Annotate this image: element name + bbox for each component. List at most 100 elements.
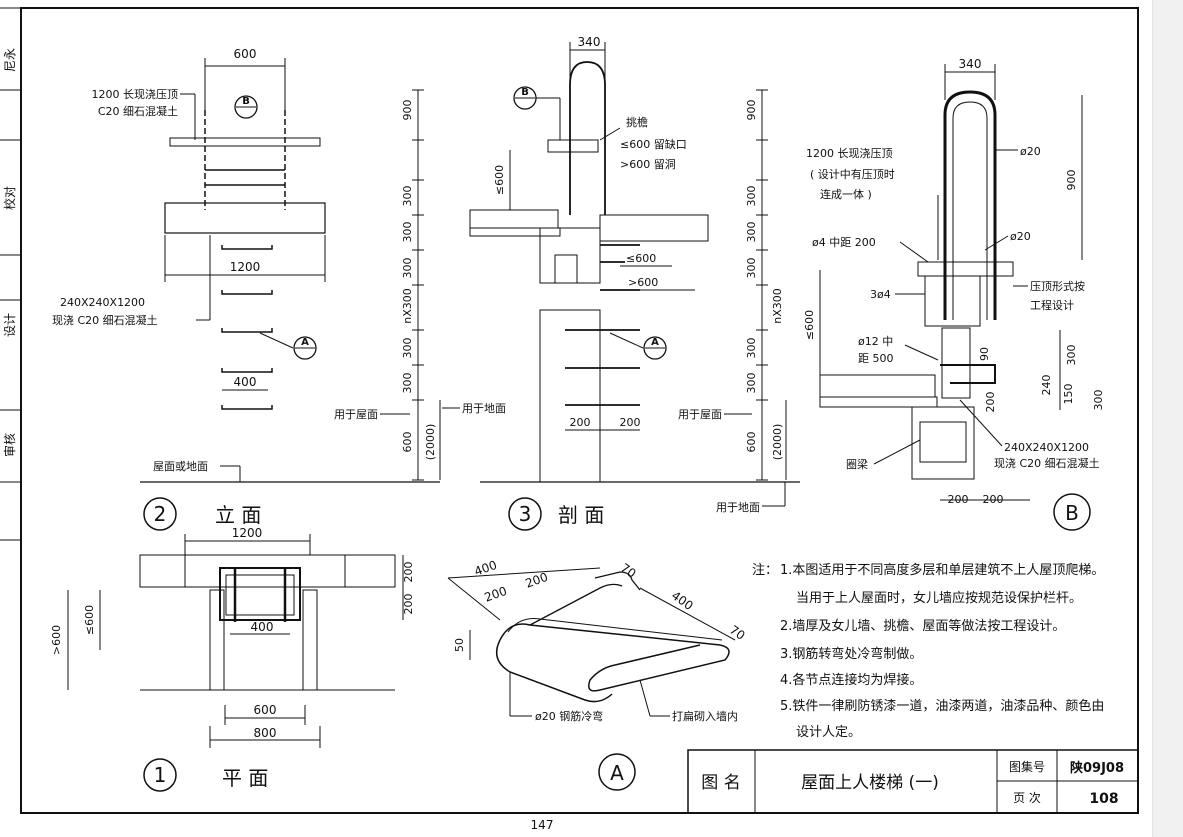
detb-rebar4: ø4 中距 200 xyxy=(812,236,876,249)
elev-number: 2 xyxy=(154,502,167,526)
note-4: 4.各节点连接均为焊接。 xyxy=(780,672,922,688)
elev-dim-right-2: 300 xyxy=(401,186,414,207)
plan-title: 平 面 xyxy=(222,766,268,790)
sect-dim-top: 340 xyxy=(578,35,601,49)
notes: 注： 1.本图适用于不同高度多层和单层建筑不上人屋顶爬梯。 当用于上人屋面时，女… xyxy=(752,562,1104,740)
elev-callout-b: B xyxy=(242,96,250,107)
notes-prefix: 注： xyxy=(752,563,778,578)
detail-a-drawing: 400 200 200 70 400 70 50 ø20 钢筋冷弯 打扁砌入墙内… xyxy=(447,558,748,791)
title-block-atlas-label: 图集号 xyxy=(1009,759,1045,774)
sect-dim-right-9: (2000) xyxy=(771,424,784,461)
signoff-strip: 尼永 校对 设计 审核 xyxy=(0,48,21,541)
sect-number: 3 xyxy=(519,502,532,526)
detb-cap-design-1: 压顶形式按 xyxy=(1030,279,1085,293)
elev-block-label-1: 240X240X1200 xyxy=(60,296,145,309)
detb-dim-r1: 300 xyxy=(1065,345,1078,366)
sect-note-1: ≤600 留缺口 xyxy=(620,137,687,151)
sect-dim-d2: >600 xyxy=(628,276,658,289)
deta-dim-400b: 400 xyxy=(669,588,696,613)
detb-ring-beam: 圈梁 xyxy=(846,457,868,471)
signoff-label-1: 尼永 xyxy=(3,48,17,72)
sect-parapet-label: 挑檐 xyxy=(626,115,648,129)
sect-title: 剖 面 xyxy=(558,503,604,527)
note-1-cont: 当用于上人屋面时，女儿墙应按规范设保护栏杆。 xyxy=(796,590,1082,606)
elev-title: 立 面 xyxy=(215,503,261,527)
elev-dim-top: 600 xyxy=(234,47,257,61)
elev-dim-right-9: (2000) xyxy=(424,424,437,461)
detb-bar20a: ø20 xyxy=(1020,145,1041,158)
plan-drawing: 1200 400 600 800 >600 ≤600 200 200 xyxy=(50,526,415,792)
elev-callout-b-icon xyxy=(234,95,258,119)
sect-dim-right-8: 600 xyxy=(745,432,758,453)
detb-cap-design-2: 工程设计 xyxy=(1030,299,1074,312)
sect-dim-right-4: 300 xyxy=(745,258,758,279)
plan-dim-right-2: 200 xyxy=(402,594,415,615)
scrollbar[interactable] xyxy=(1152,0,1183,837)
note-1: 1.本图适用于不同高度多层和单层建筑不上人屋顶爬梯。 xyxy=(780,562,1104,578)
deta-title: A xyxy=(610,761,624,785)
detb-rebar3: 3ø4 xyxy=(870,288,891,301)
note-5-cont: 设计人定。 xyxy=(796,725,861,740)
sheet-border xyxy=(20,7,1139,814)
sect-number-circle xyxy=(508,497,542,531)
sect-note-2: >600 留洞 xyxy=(620,158,676,171)
sect-callout-a: A xyxy=(651,337,659,348)
elev-dim-right-1: 900 xyxy=(401,100,414,121)
deta-dim-400a: 400 xyxy=(472,558,498,579)
title-block-name: 屋面上人楼梯 (一) xyxy=(801,773,939,793)
detb-dim-left: ≤600 xyxy=(803,310,816,340)
sect-dim-right-3: 300 xyxy=(745,222,758,243)
section-drawing: 340 B 挑檐 ≤600 留缺口 >600 留洞 ≤600 xyxy=(469,35,800,531)
detb-rebar12b: 距 500 xyxy=(858,352,894,365)
title-block-page-label: 页 次 xyxy=(1013,791,1041,805)
signoff-label-3: 设计 xyxy=(3,313,17,337)
deta-dim-70a: 70 xyxy=(618,561,639,581)
detb-rebar12a: ø12 中 xyxy=(858,335,893,348)
title-block-atlas: 陕09J08 xyxy=(1070,760,1124,776)
detb-bar20b: ø20 xyxy=(1010,230,1031,243)
note-3: 3.钢筋转弯处冷弯制做。 xyxy=(780,646,922,662)
note-2: 2.墙厚及女儿墙、挑檐、屋面等做法按工程设计。 xyxy=(780,618,1065,634)
elev-callout-a-icon xyxy=(293,336,317,360)
elev-number-circle xyxy=(143,497,177,531)
sect-dim-bottom-2: 200 xyxy=(620,416,641,429)
detb-dim-right-1: 900 xyxy=(1065,170,1078,191)
elev-block-label-2: 现浇 C20 细石混凝土 xyxy=(52,313,158,327)
deta-embed-label: 打扁砌入墙内 xyxy=(672,709,738,723)
title-block: 图 名 屋面上人楼梯 (一) 图集号 陕09J08 页 次 108 xyxy=(687,749,1139,814)
sect-dim-right-5: nX300 xyxy=(771,288,784,324)
detb-cap-2: ( 设计中有压顶时 xyxy=(810,167,895,181)
sect-callout-b: B xyxy=(521,87,529,98)
detail-b-drawing: 340 900 ø20 ø20 1200 长现浇压顶 ( 设计中有压顶时 连成一… xyxy=(803,57,1105,531)
sect-roof-label: 用于屋面 xyxy=(678,408,722,421)
sect-dim-left: ≤600 xyxy=(493,165,506,195)
detb-cap-1: 1200 长现浇压顶 xyxy=(806,147,893,160)
elev-dim-middle: 1200 xyxy=(230,260,261,274)
sect-dim-d1: ≤600 xyxy=(626,252,656,265)
sect-dim-right-2: 300 xyxy=(745,186,758,207)
elev-dim-right-4: 300 xyxy=(401,258,414,279)
plan-dim-w2: 800 xyxy=(254,726,277,740)
deta-bar-label: ø20 钢筋冷弯 xyxy=(535,709,603,723)
title-block-name-label: 图 名 xyxy=(701,773,740,793)
sect-dim-right-6: 300 xyxy=(745,338,758,359)
drawing-canvas: 尼永 校对 设计 审核 600 1200 长现浇压顶 C20 细石混凝土 B 1… xyxy=(0,7,1139,832)
sect-callout-a-icon xyxy=(643,336,667,360)
elev-floor-label: 屋面或地面 xyxy=(153,460,208,473)
deta-dim-70b: 70 xyxy=(727,623,748,643)
sect-ground-label: 用于地面 xyxy=(716,501,760,514)
detb-block-2: 现浇 C20 细石混凝土 xyxy=(994,456,1100,470)
detb-block-1: 240X240X1200 xyxy=(1004,441,1089,454)
detb-dim-r4: 300 xyxy=(1092,390,1105,411)
signoff-label-4: 审核 xyxy=(2,433,17,457)
plan-dim-rung: 400 xyxy=(251,620,274,634)
elev-dim-right-8: 600 xyxy=(401,432,414,453)
elev-callout-a: A xyxy=(301,337,309,348)
plan-dim-w1: 600 xyxy=(254,703,277,717)
elev-dim-rung: 400 xyxy=(234,375,257,389)
elev-dim-right-5: nX300 xyxy=(401,288,414,324)
detb-dim-bottom-1: 200 xyxy=(948,493,969,506)
sect-dim-right-1: 900 xyxy=(745,100,758,121)
plan-dim-left-2: ≤600 xyxy=(83,605,96,635)
plan-number: 1 xyxy=(154,763,167,787)
